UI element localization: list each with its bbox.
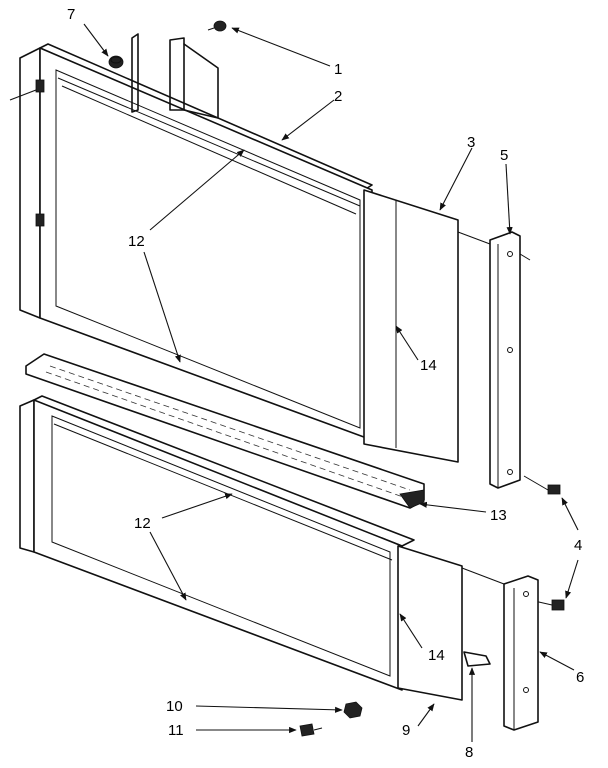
callout-9: 9 — [402, 722, 410, 739]
rail-hole — [507, 251, 513, 257]
rail-hole — [523, 591, 529, 597]
screw-icon — [547, 484, 561, 495]
callout-7: 7 — [67, 6, 75, 23]
leader-4-upper — [561, 497, 579, 531]
track-groove — [49, 365, 411, 491]
lower-top-strip — [53, 423, 393, 561]
callout-14-upper: 14 — [420, 357, 437, 374]
knob-fastener-7 — [108, 55, 124, 69]
upper-bracket-plate — [183, 43, 219, 119]
rail-alignment-line-2 — [519, 253, 531, 261]
upper-panel-assembly — [9, 33, 459, 463]
leader-12b-top — [161, 493, 233, 519]
rail-alignment-line-lower — [461, 567, 505, 585]
leader-12a-top — [149, 149, 245, 231]
callout-2: 2 — [334, 88, 342, 105]
screw-icon — [551, 599, 565, 611]
upper-left-clip-leader — [9, 89, 37, 101]
callout-1: 1 — [334, 61, 342, 78]
callout-4: 4 — [574, 537, 582, 554]
callout-11: 11 — [168, 722, 184, 739]
leader-5 — [505, 163, 513, 235]
screw-icon — [213, 20, 227, 32]
upper-bracket-2 — [169, 37, 185, 111]
rail-alignment-line — [457, 231, 491, 245]
leader-13 — [419, 501, 487, 513]
track-groove-2 — [45, 371, 407, 499]
leader-12b-bottom — [149, 531, 187, 601]
lower-bracket-8 — [463, 651, 491, 667]
callout-14-lower: 14 — [428, 647, 445, 664]
lower-left-frame — [19, 399, 35, 553]
leader-7 — [83, 23, 109, 57]
callout-13: 13 — [490, 507, 507, 524]
callout-5: 5 — [500, 147, 508, 164]
callout-3: 3 — [467, 134, 475, 151]
screw-1 — [207, 20, 227, 32]
leader-6 — [539, 651, 575, 671]
leader-1 — [231, 27, 331, 67]
leader-3 — [439, 147, 473, 211]
leader-9 — [417, 703, 435, 727]
leader-12a-bottom — [143, 251, 181, 363]
upper-top-strip — [57, 77, 361, 207]
leader-10 — [195, 705, 343, 713]
callout-labels: 1 2 3 4 5 6 7 8 9 10 11 12 12 13 14 14 — [67, 6, 584, 761]
upper-bracket — [131, 33, 139, 113]
rail-hole — [523, 687, 529, 693]
screw-icon — [299, 723, 315, 737]
callout-10: 10 — [166, 698, 183, 715]
leader-2 — [281, 99, 335, 141]
rail-hole — [507, 347, 513, 353]
bottom-track-13 — [25, 353, 425, 509]
nut-10 — [343, 701, 363, 719]
side-rail-5 — [457, 231, 531, 489]
screw-11 — [299, 723, 323, 737]
upper-glass-outline — [55, 69, 361, 429]
lower-panel-assembly — [19, 395, 491, 701]
callout-6: 6 — [576, 669, 584, 686]
knob-icon — [108, 55, 124, 69]
lower-glass-insert — [397, 545, 463, 701]
screw-4-upper — [523, 475, 561, 495]
upper-left-clip-bottom — [35, 213, 45, 227]
lower-panel-frame — [33, 399, 403, 691]
leader-14b — [399, 613, 423, 649]
side-rail-upper — [489, 231, 521, 489]
lower-glass-outline — [51, 415, 391, 677]
upper-glass-insert — [363, 189, 459, 463]
leader-14a — [395, 325, 419, 361]
callout-8: 8 — [465, 744, 473, 761]
nut-icon — [343, 701, 363, 719]
callout-12-lower: 12 — [134, 515, 151, 532]
side-rail-6 — [461, 567, 539, 731]
leader-4-lower — [565, 559, 579, 599]
upper-top-strip-2 — [61, 85, 357, 215]
leader-lines — [83, 23, 579, 742]
rail-hole — [507, 469, 513, 475]
callout-12-upper: 12 — [128, 233, 145, 250]
side-rail-lower — [503, 575, 539, 731]
upper-left-clip-top — [35, 79, 45, 93]
